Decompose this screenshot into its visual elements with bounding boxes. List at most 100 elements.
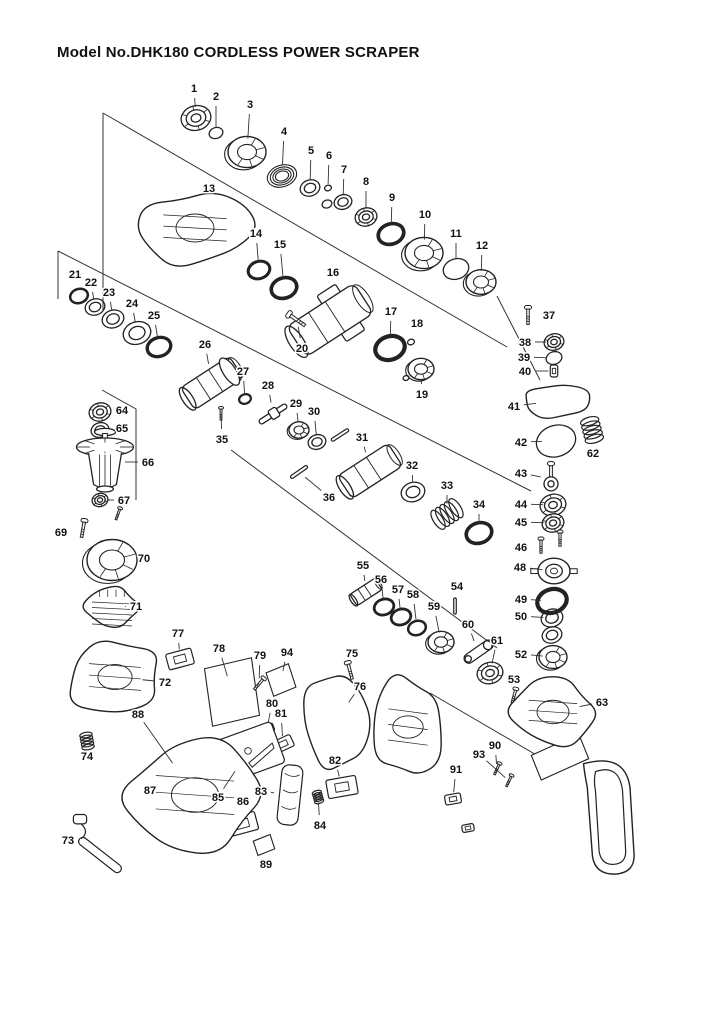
part-label-44: 44 [515,499,528,511]
part-label-43: 43 [515,468,527,480]
part-label-25: 25 [148,310,160,322]
part-glyph-16 [284,284,374,359]
part-label-23: 23 [103,287,115,299]
part-label-57: 57 [392,584,404,596]
part-label-45: 45 [515,517,527,529]
part-label-79: 79 [254,650,266,662]
part-label-73: 73 [62,835,74,847]
part-label-16: 16 [327,267,339,279]
part-glyph-78 [203,657,261,727]
part-glyph-14 [246,259,272,281]
part-glyph-18 [406,338,416,346]
part-glyph-64 [88,402,112,422]
part-label-55: 55 [357,560,369,572]
part-glyph-63 [507,676,597,748]
part-label-37: 37 [543,310,555,322]
part-label-40: 40 [519,366,531,378]
part-glyph-34 [464,520,494,546]
part-label-26: 26 [199,339,211,351]
diagram-title: Model No.DHK180 CORDLESS POWER SCRAPER [57,44,420,61]
part-glyph-79 [252,675,267,691]
part-label-12: 12 [476,240,488,252]
part-label-93: 93 [473,749,485,761]
part-label-27: 27 [237,366,249,378]
part-label-64: 64 [116,405,129,417]
part-label-81: 81 [275,708,287,720]
part-label-11: 11 [450,228,462,240]
part-glyph-89 [252,833,276,857]
part-glyph-70 [81,538,138,585]
part-glyphs [68,104,605,857]
part-glyph-20 [285,310,307,328]
part-glyph-69 [79,517,89,539]
part-label-29: 29 [290,398,302,410]
part-glyph-27 [238,393,252,405]
part-glyph-42 [535,424,577,458]
part-glyph-43 [543,460,559,492]
part-label-60: 60 [462,619,474,631]
part-label-53: 53 [508,674,520,686]
part-label-75: 75 [346,648,358,660]
part-glyph-35 [218,406,224,421]
part-label-28: 28 [262,380,274,392]
part-glyph-46 [537,536,545,554]
extra-glyph-12-box [461,823,475,833]
part-label-15: 15 [274,239,286,251]
part-glyph-11 [442,257,470,281]
part-label-42: 42 [515,437,527,449]
part-label-72: 72 [159,677,171,689]
part-label-13: 13 [203,183,215,195]
extra-glyph-2-screw [114,506,124,521]
part-label-49: 49 [515,594,527,606]
part-glyph-32 [400,481,426,503]
part-glyph-82 [325,774,359,800]
part-glyph-8 [354,207,378,227]
part-glyph-50 [540,608,564,628]
part-label-36: 36 [323,492,335,504]
part-label-22: 22 [85,277,97,289]
part-glyph-61 [476,661,504,685]
part-label-2: 2 [213,91,219,103]
part-label-9: 9 [389,192,395,204]
part-label-17: 17 [385,306,397,318]
part-glyph-29 [286,421,310,440]
part-glyph-19 [405,357,435,382]
part-label-77: 77 [172,628,184,640]
part-label-94: 94 [281,647,294,659]
extra-glyphs [78,199,635,875]
part-glyph-60 [463,639,494,664]
part-label-50: 50 [515,611,527,623]
part-glyph-17 [373,333,407,363]
part-glyph-71 [82,585,141,629]
part-glyph-22 [84,298,106,316]
part-glyph-40 [549,364,559,378]
part-glyph-84 [311,789,325,805]
part-label-83: 83 [255,786,267,798]
part-glyph-59 [425,630,455,655]
extra-glyph-3-blob [373,674,442,774]
part-label-10: 10 [419,209,431,221]
part-label-69: 69 [55,527,67,539]
part-glyph-36 [289,464,309,480]
part-glyph-67 [91,492,109,508]
part-label-3: 3 [247,99,253,111]
part-glyph-56 [372,597,396,617]
part-glyph-13 [137,192,256,267]
part-glyph-75 [343,659,355,681]
part-glyph-10 [401,236,444,272]
extra-glyph-11-pin [78,836,122,874]
part-glyph-4 [266,164,298,188]
part-glyph-5 [299,179,321,197]
part-glyph-66 [75,427,135,493]
part-label-63: 63 [596,697,608,709]
part-label-39: 39 [518,352,530,364]
part-glyph-52 [535,644,568,671]
part-glyph-26 [178,356,244,411]
part-label-48: 48 [514,562,526,574]
part-glyph-83 [276,764,304,826]
part-label-41: 41 [508,401,520,413]
part-glyph-94 [265,663,297,697]
part-glyph-31 [335,444,403,500]
part-glyph-73 [72,813,88,840]
